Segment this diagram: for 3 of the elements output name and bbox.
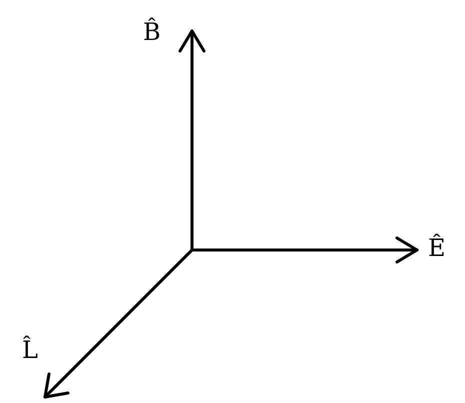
axis-label: L̂ [22,338,38,362]
axis-label: B̂ [143,20,161,44]
axis-label: Ê [428,236,446,260]
